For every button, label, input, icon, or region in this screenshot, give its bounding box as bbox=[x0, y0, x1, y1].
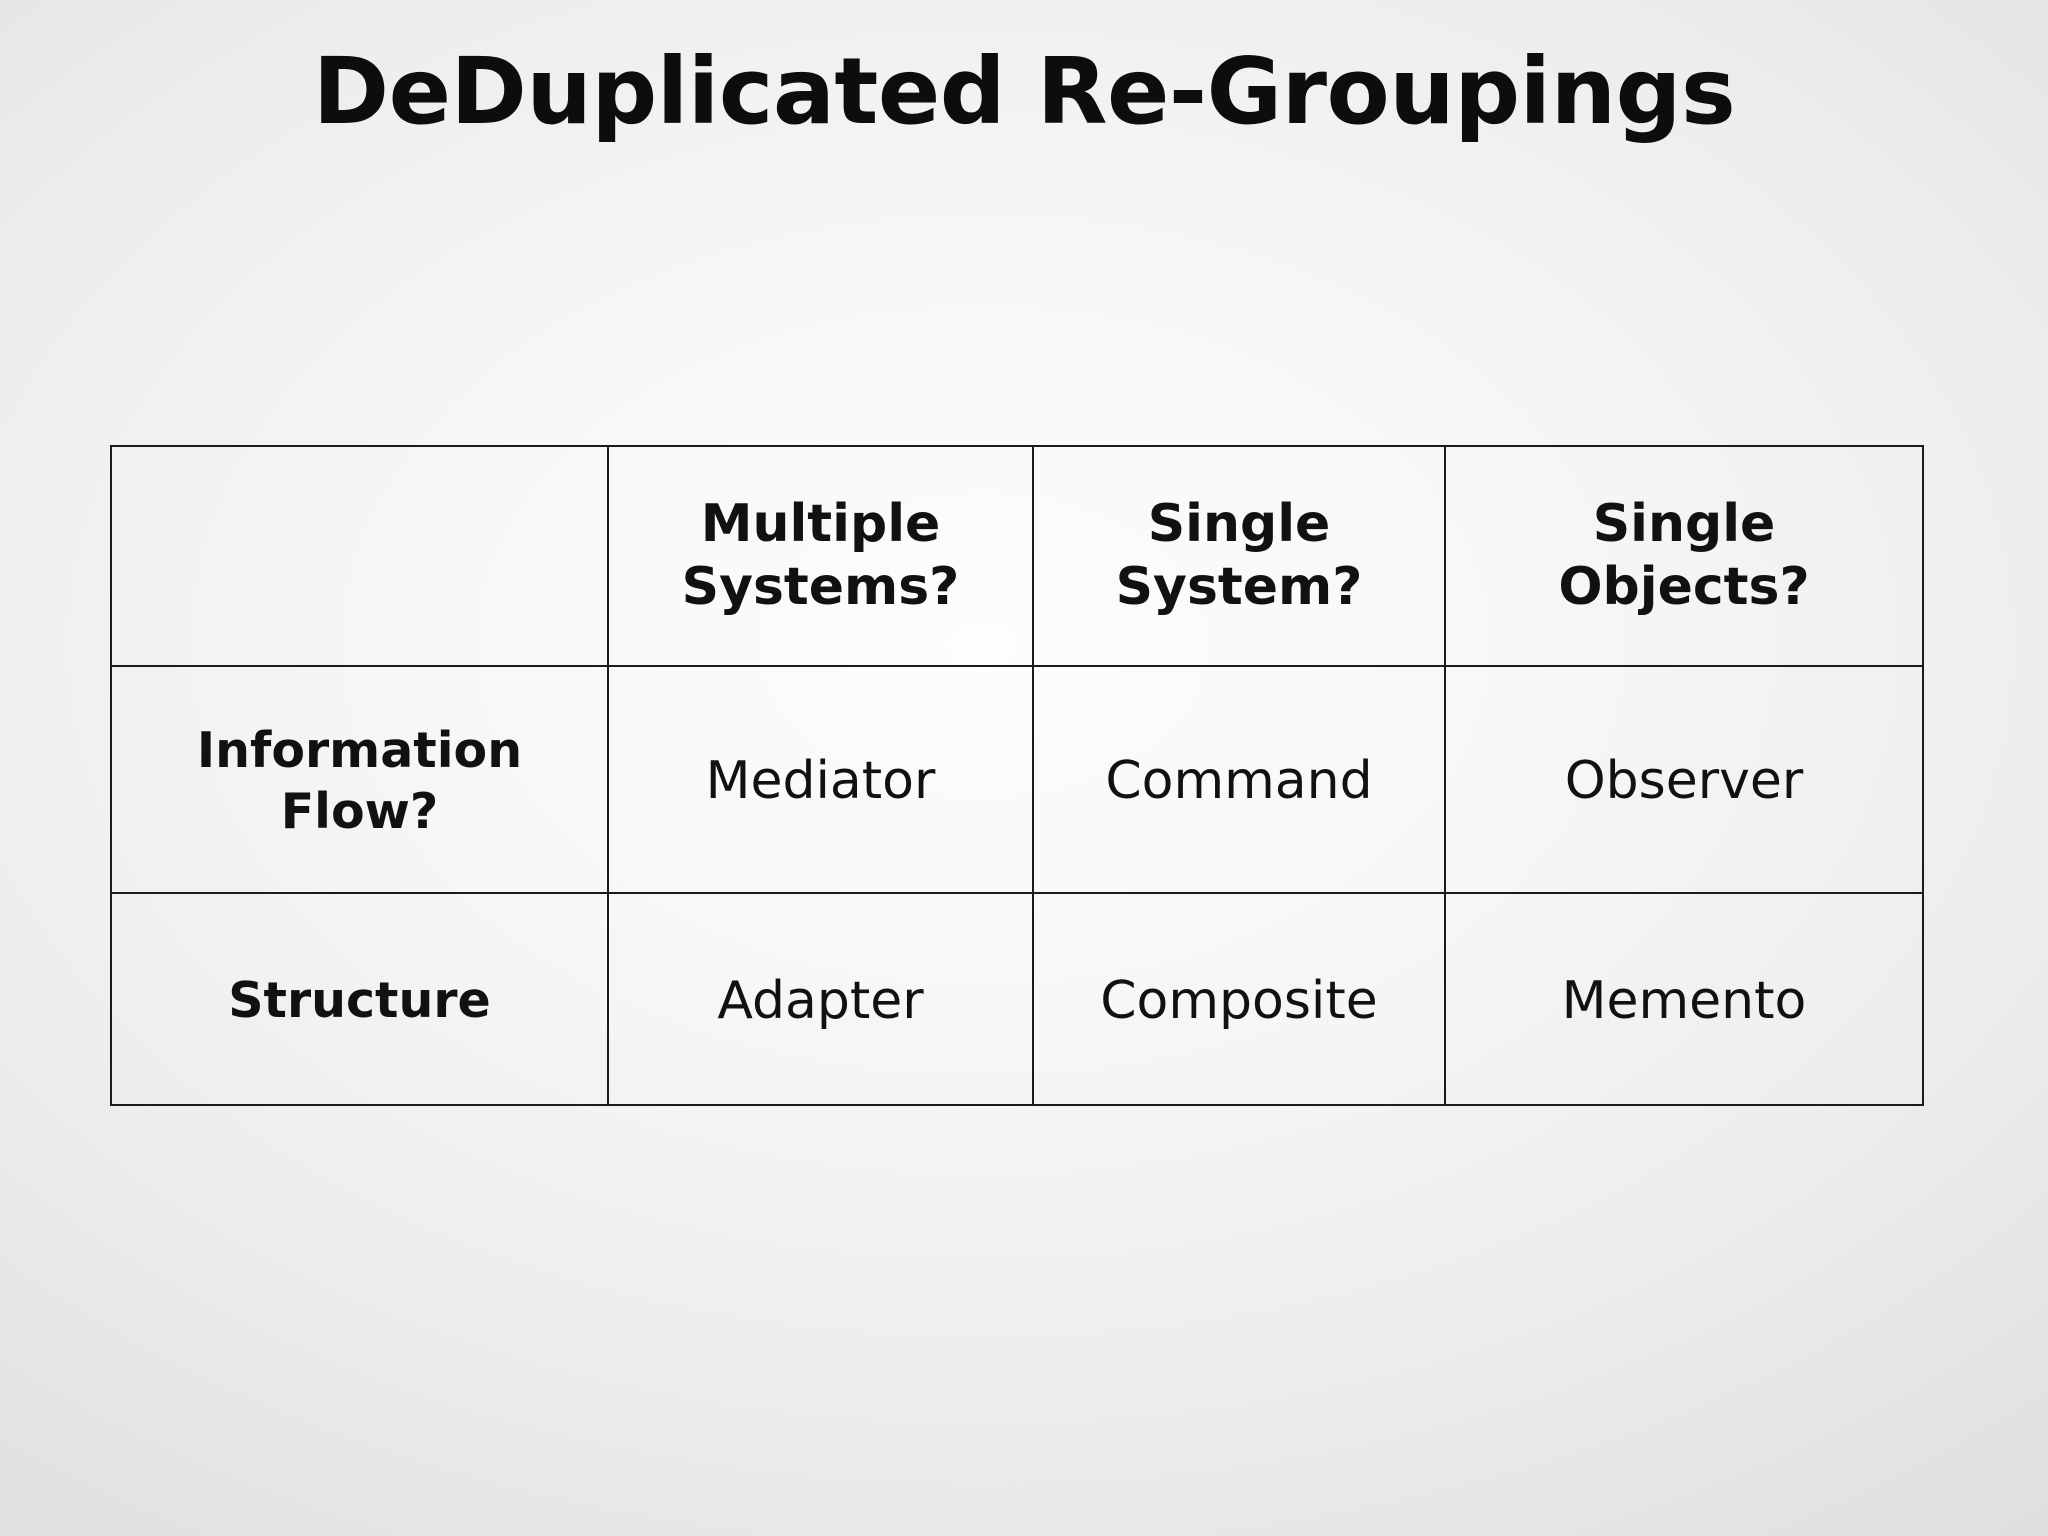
table-row: Structure Adapter Composite Memento bbox=[110, 892, 1924, 1106]
table-corner-cell bbox=[110, 445, 609, 667]
row-header-line-1: Information bbox=[196, 721, 523, 779]
cell-text: Command bbox=[1105, 751, 1373, 812]
page-title: DeDuplicated Re-Groupings bbox=[312, 38, 1736, 145]
row-header-line-2: Flow? bbox=[280, 782, 439, 840]
column-header-single-objects: Single Objects? bbox=[1444, 445, 1924, 667]
cell-structure-single-objects: Memento bbox=[1444, 892, 1924, 1106]
column-header-line-2: Objects? bbox=[1558, 557, 1810, 617]
table-header-row: Multiple Systems? Single System? Single … bbox=[110, 445, 1924, 667]
row-header-information-flow: Information Flow? bbox=[110, 665, 609, 894]
column-header-line-2: System? bbox=[1115, 557, 1363, 617]
cell-structure-multiple-systems: Adapter bbox=[607, 892, 1034, 1106]
cell-text: Adapter bbox=[717, 970, 924, 1031]
column-header-line-1: Single bbox=[1147, 493, 1331, 554]
column-header-line-1: Multiple bbox=[700, 493, 941, 554]
row-header-structure: Structure bbox=[110, 892, 609, 1106]
cell-text: Observer bbox=[1564, 751, 1804, 812]
cell-text: Memento bbox=[1561, 970, 1807, 1031]
column-header-line-1: Single bbox=[1592, 493, 1776, 554]
row-header-line-1: Structure bbox=[228, 971, 491, 1029]
column-header-single-system: Single System? bbox=[1032, 445, 1446, 667]
design-patterns-table: Multiple Systems? Single System? Single … bbox=[110, 445, 1924, 1106]
column-header-multiple-systems: Multiple Systems? bbox=[607, 445, 1034, 667]
column-header-line-2: Systems? bbox=[681, 557, 960, 617]
cell-information-flow-single-objects: Observer bbox=[1444, 665, 1924, 894]
cell-text: Composite bbox=[1100, 970, 1378, 1031]
cell-information-flow-multiple-systems: Mediator bbox=[607, 665, 1034, 894]
cell-information-flow-single-system: Command bbox=[1032, 665, 1446, 894]
cell-text: Mediator bbox=[705, 751, 936, 812]
cell-structure-single-system: Composite bbox=[1032, 892, 1446, 1106]
table-row: Information Flow? Mediator Command Obser… bbox=[110, 665, 1924, 894]
